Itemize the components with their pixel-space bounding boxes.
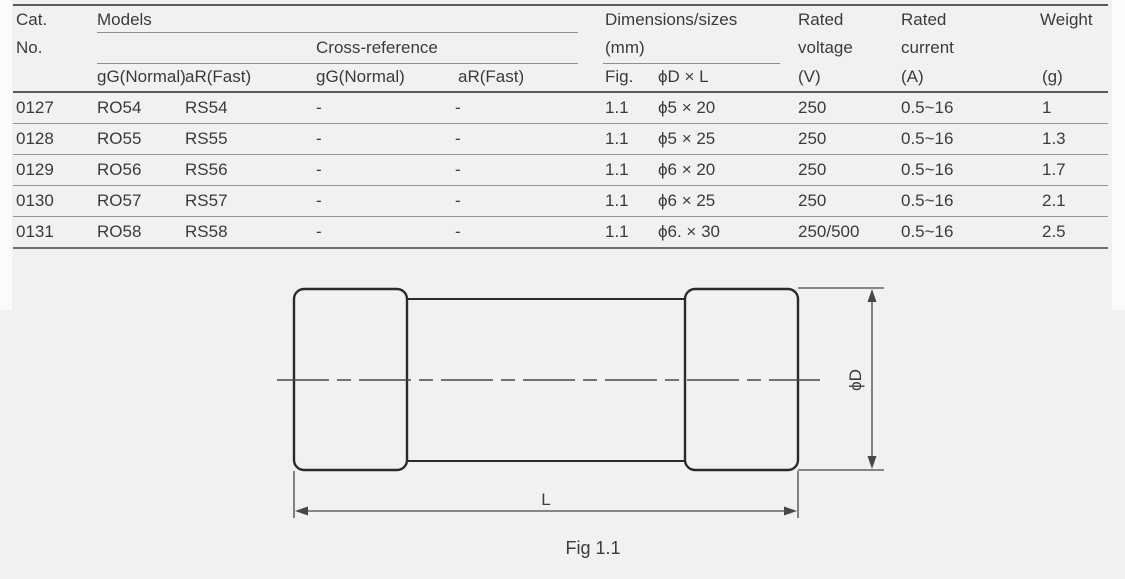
table-cell: 0.5~16 [901,191,954,210]
figure-caption: Fig 1.1 [565,538,620,558]
table-row: 0128 RO55 RS55 - - 1.1 ϕ5 × 25 250 0.5~16 1.3 [13,124,1108,155]
header-weight-unit: (g) [1042,67,1063,86]
header-rated-current-2: current [901,38,954,57]
table-cell: 1.3 [1042,129,1066,148]
table-cell: 1.1 [605,129,629,148]
table-cell: 2.5 [1042,222,1066,241]
header-current-unit: (A) [901,67,924,86]
table-row: 0129 RO56 RS56 - - 1.1 ϕ6 × 20 250 0.5~16 1.7 [13,155,1108,186]
table-cell: 250 [798,160,827,179]
table-cell: 1.1 [605,98,629,117]
subheader-models-ar: aR(Fast) [185,67,252,86]
table-cell: - [455,191,461,210]
header-dimensions-unit: (mm) [605,38,645,57]
table-cell: ϕ6. × 30 [658,222,720,241]
table-cell: 250 [798,98,827,117]
table-cell: 2.1 [1042,191,1066,210]
diameter-arrow-up-icon [867,289,877,302]
page-left-margin [0,0,12,310]
header-dimensions: Dimensions/sizes [605,10,738,29]
diameter-label: ϕD [846,369,865,391]
table-cell: 0.5~16 [901,160,954,179]
header-cross-reference: Cross-reference [316,38,438,57]
table-cell: 250 [798,129,827,148]
table-cell: 1 [1042,98,1052,117]
subheader-models-gg: gG(Normal) [97,67,186,86]
header-weight: Weight [1040,10,1093,29]
table-cell: RO58 [97,222,142,241]
page-right-margin [1112,0,1125,310]
header-cat: Cat. [16,10,48,29]
diameter-arrow-down-icon [867,456,877,469]
length-arrow-left-icon [295,506,308,516]
table-cell: ϕ6 × 25 [658,191,716,210]
header-no: No. [16,38,43,57]
table-cell: RO57 [97,191,142,210]
table-cell: - [316,191,322,210]
subheader-dxl: ϕD × L [658,67,709,86]
header-voltage-unit: (V) [798,67,821,86]
table-cell: 250/500 [798,222,860,241]
table-cell: 1.1 [605,160,629,179]
table-cell: - [455,98,461,117]
table-cell: - [316,98,322,117]
table-cell: RS57 [185,191,228,210]
table-cell: - [316,222,322,241]
models-underline [97,32,578,33]
table-cell: RS55 [185,129,228,148]
table-cell: 0131 [16,222,54,241]
table-row: 0131 RO58 RS58 - - 1.1 ϕ6. × 30 250/500 0.5~16 2.… [13,217,1108,249]
length-arrow-right-icon [784,506,797,516]
cross-reference-underline [97,63,578,64]
table-cell: 1.1 [605,222,629,241]
fuse-drawing: ϕD L Fig 1.1 [277,287,884,558]
table-cell: ϕ5 × 20 [658,98,716,117]
subheader-fig: Fig. [605,67,634,86]
table-cell: 0.5~16 [901,98,954,117]
table-cell: RO54 [97,98,142,117]
header-rated-current-1: Rated [901,10,947,29]
table-cell: RO56 [97,160,142,179]
length-label: L [541,490,550,509]
table-cell: - [316,129,322,148]
table-cell: 0130 [16,191,54,210]
subheader-cross-ar: aR(Fast) [458,67,525,86]
dimensions-underline [603,63,780,64]
table-row: 0127 RO54 RS54 - - 1.1 ϕ5 × 20 250 0.5~16 1 [13,93,1108,124]
table-cell: 0.5~16 [901,129,954,148]
header-rated-voltage-1: Rated [798,10,844,29]
table-cell: 250 [798,191,827,210]
table-cell: RS54 [185,98,228,117]
table-row: 0130 RO57 RS57 - - 1.1 ϕ6 × 25 250 0.5~16 2.1 [13,186,1108,217]
table-cell: 1.7 [1042,160,1066,179]
table-cell: 0128 [16,129,54,148]
table-cell: ϕ6 × 20 [658,160,716,179]
subheader-cross-gg: gG(Normal) [316,67,405,86]
table-top-rule [13,4,1108,6]
header-rated-voltage-2: voltage [798,38,853,57]
table-cell: 0127 [16,98,54,117]
table-cell: - [316,160,322,179]
table-cell: 0129 [16,160,54,179]
table-cell: - [455,160,461,179]
table-cell: RO55 [97,129,142,148]
table-cell: - [455,129,461,148]
table-cell: - [455,222,461,241]
table-cell: RS56 [185,160,228,179]
table-cell: 1.1 [605,191,629,210]
table-cell: 0.5~16 [901,222,954,241]
header-models: Models [97,10,152,29]
table-cell: RS58 [185,222,228,241]
table-cell: ϕ5 × 25 [658,129,716,148]
header-bottom-rule [13,91,1108,93]
